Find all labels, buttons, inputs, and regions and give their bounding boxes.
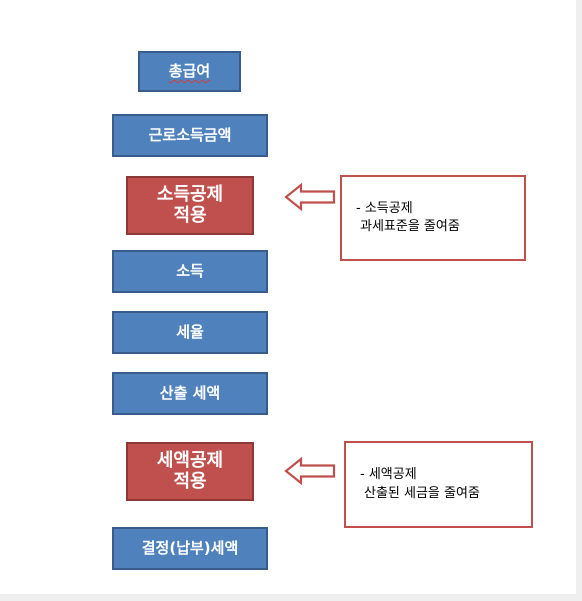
- step-tax-rate-label: 세율: [176, 322, 204, 341]
- step-tax-credit-label: 세액공제 적용: [156, 449, 224, 492]
- step-earned-income-label: 근로소득금액: [148, 125, 232, 144]
- step-income-deduction: 소득공제 적용: [126, 176, 254, 235]
- note-tax-credit-line1: - 세액공제: [360, 467, 417, 483]
- arrow-left-icon: [284, 183, 336, 211]
- step-income-deduction-label: 소득공제 적용: [156, 183, 224, 226]
- step-tax-rate: 세율: [112, 311, 268, 354]
- arrow-left-icon: [284, 457, 336, 485]
- step-income-label: 소득: [176, 261, 204, 280]
- step-tax-credit: 세액공제 적용: [126, 442, 254, 501]
- note-tax-credit: - 세액공제 산출된 세금을 줄여줌: [344, 441, 533, 528]
- step-final-tax-label: 결정(납부)세액: [141, 538, 239, 557]
- note-income-deduction-line1: - 소득공제: [356, 200, 413, 216]
- note-income-deduction-line2: 과세표준을 줄여줌: [360, 219, 460, 234]
- step-income: 소득: [112, 250, 268, 293]
- step-earned-income: 근로소득금액: [112, 114, 268, 157]
- step-computed-tax-label: 산출 세액: [159, 383, 221, 402]
- step-gross-pay: 총급여: [138, 51, 241, 92]
- step-final-tax: 결정(납부)세액: [112, 527, 268, 570]
- step-computed-tax: 산출 세액: [112, 372, 268, 415]
- note-tax-credit-line2: 산출된 세금을 줄여줌: [364, 485, 480, 501]
- step-gross-pay-label: 총급여: [168, 61, 211, 80]
- note-income-deduction: - 소득공제 과세표준을 줄여줌: [340, 175, 526, 261]
